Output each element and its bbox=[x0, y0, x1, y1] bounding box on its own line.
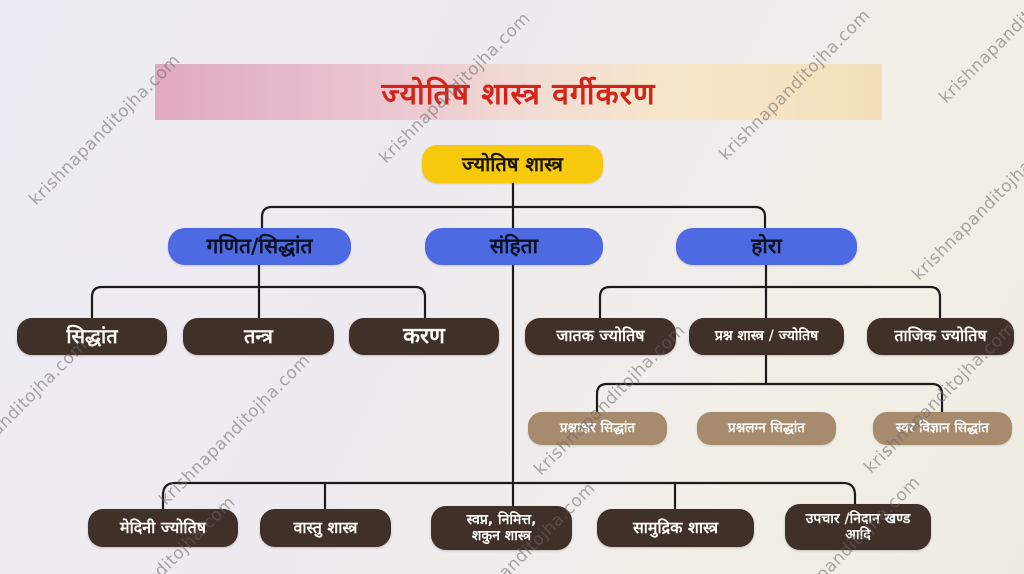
node-swapna-nimitt-shakun: स्वप्न, निमित्त, शकुन शास्त्र bbox=[431, 506, 572, 550]
node-prashnalagna-siddhant: प्रश्नलग्न सिद्धांत bbox=[697, 412, 836, 445]
page-title: ज्योतिष शास्त्र वर्गीकरण bbox=[381, 76, 656, 112]
node-siddhant: सिद्धांत bbox=[17, 318, 167, 355]
node-tantra: तन्त्र bbox=[183, 318, 334, 355]
node-jatak-jyotish: जातक ज्योतिष bbox=[525, 318, 676, 355]
node-samhita: संहिता bbox=[425, 228, 603, 265]
node-ganit-siddhant: गणित/सिद्धांत bbox=[168, 228, 351, 265]
title-banner: ज्योतिष शास्त्र वर्गीकरण bbox=[155, 64, 882, 120]
node-samudrik-shastra: सामुद्रिक शास्त्र bbox=[597, 509, 754, 547]
node-prashnakshar-siddhant: प्रश्नाक्षर सिद्धांत bbox=[528, 412, 667, 445]
node-prashna-shastra: प्रश्न शास्त्र / ज्योतिष bbox=[689, 318, 844, 355]
node-tajik-jyotish: ताजिक ज्योतिष bbox=[867, 318, 1014, 355]
node-swar-vigyan-siddhant: स्वर विज्ञान सिद्धांत bbox=[873, 412, 1012, 445]
node-karan: करण bbox=[349, 318, 499, 355]
node-medini-jyotish: मेदिनी ज्योतिष bbox=[88, 509, 238, 547]
node-root-jyotish-shastra: ज्योतिष शास्त्र bbox=[422, 145, 603, 183]
node-hora: होरा bbox=[676, 228, 857, 265]
node-vastu-shastra: वास्तु शास्त्र bbox=[260, 509, 391, 547]
node-upchar-nidan-khand: उपचार /निदान खण्ड आदि bbox=[785, 504, 931, 550]
